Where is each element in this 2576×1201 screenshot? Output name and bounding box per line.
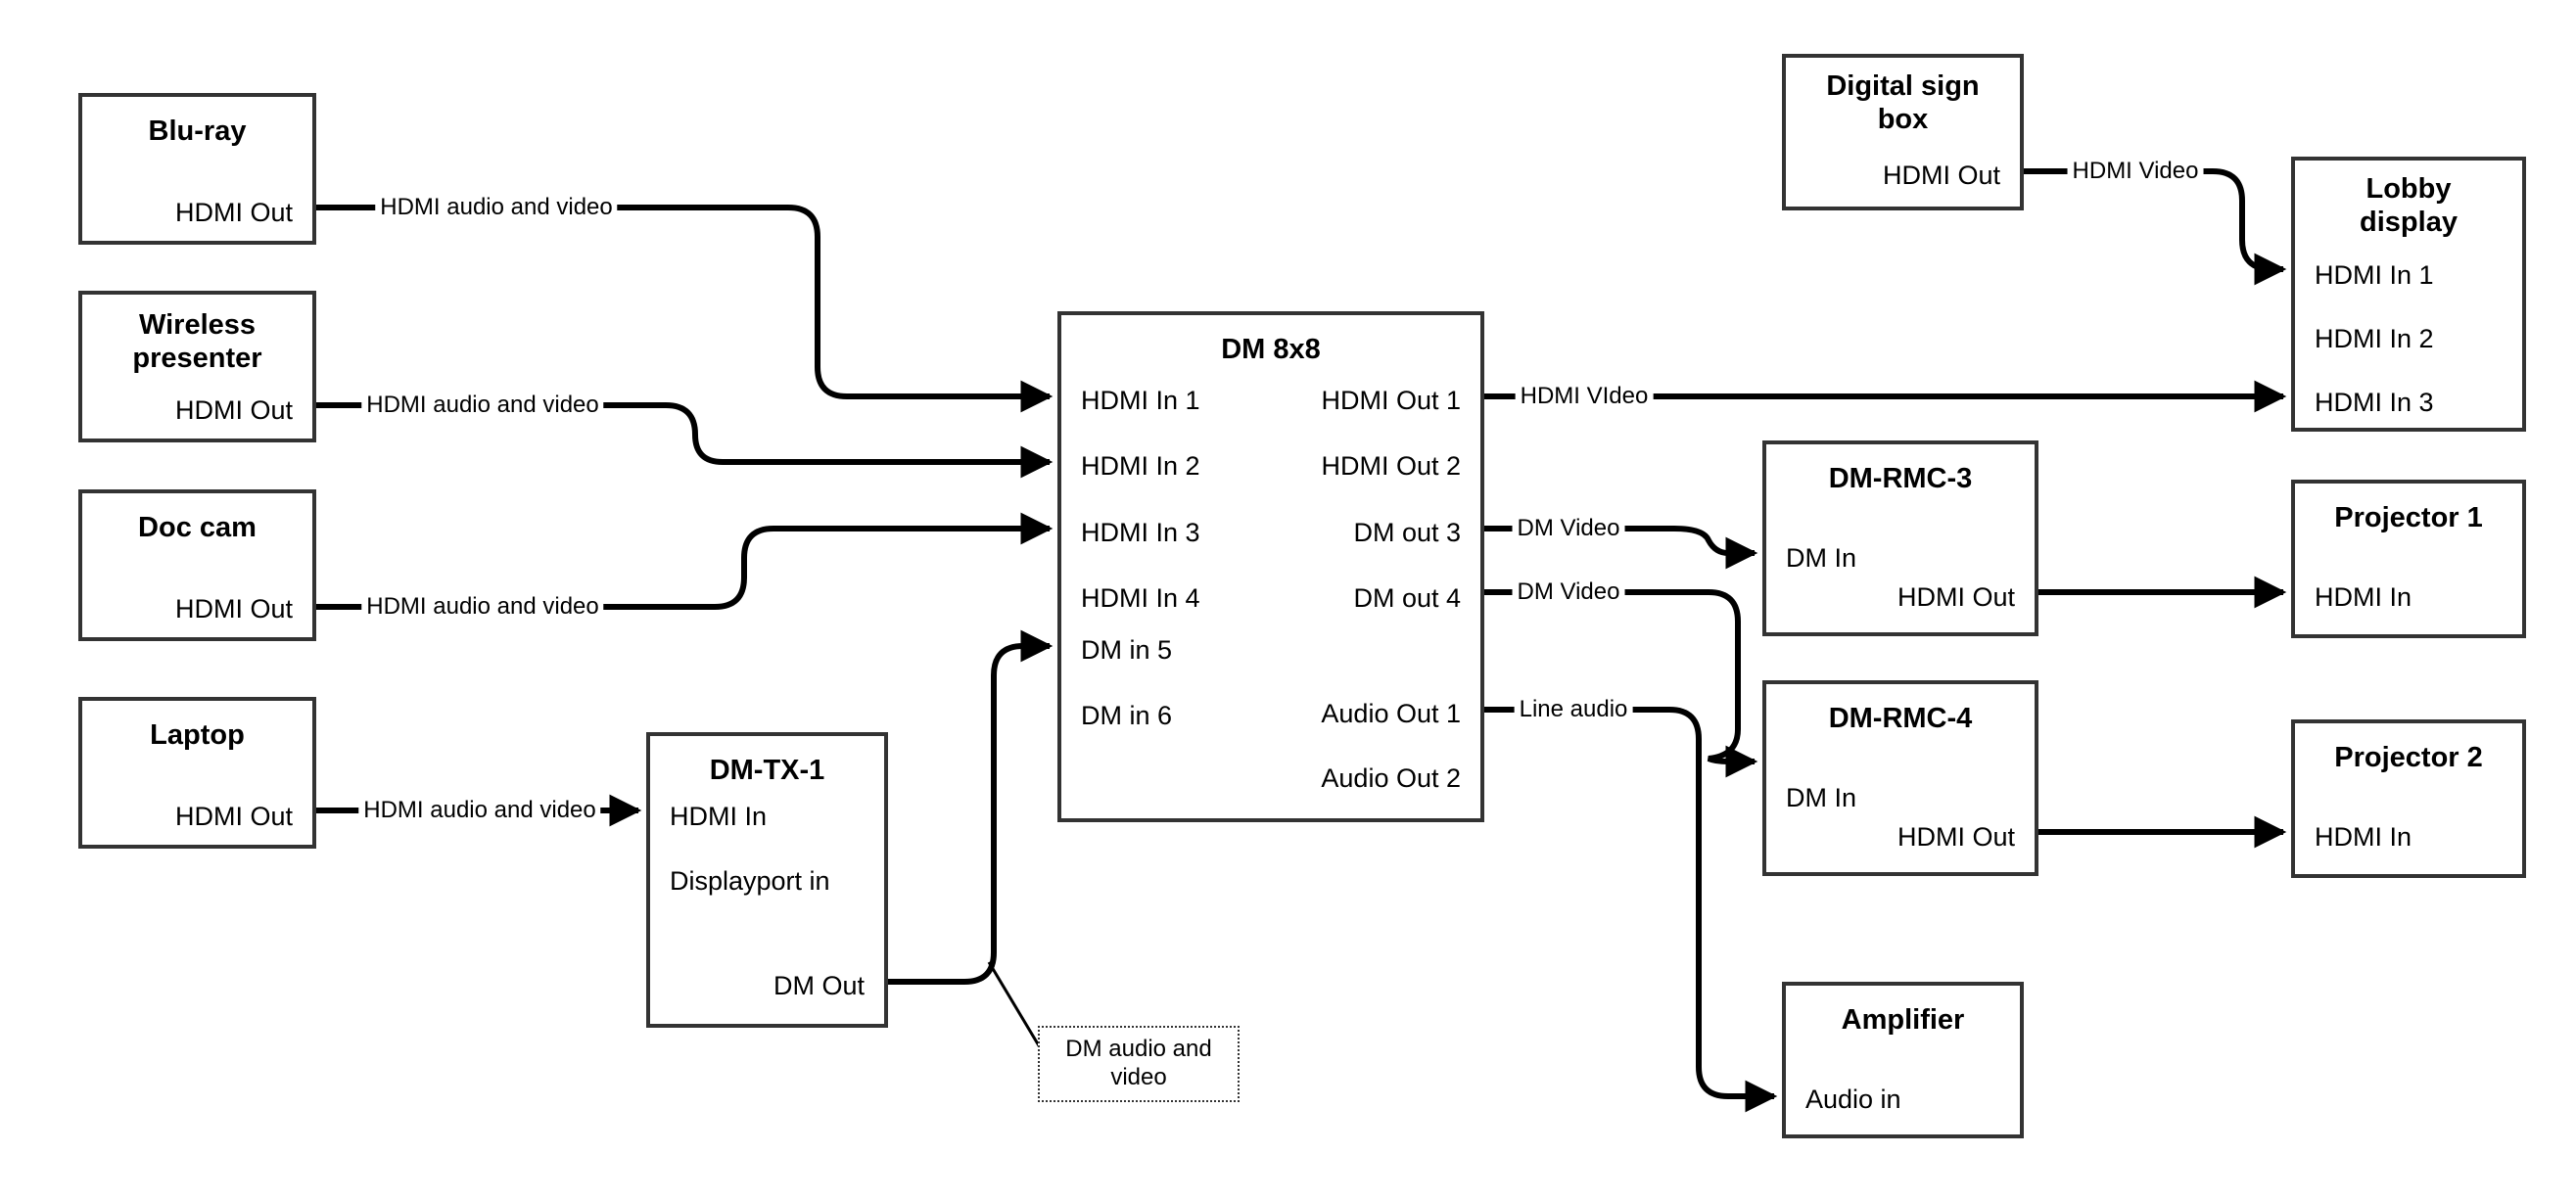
wire-dm8x8-audioout1-to-amplifier — [1484, 707, 1778, 1113]
node-doc-cam-title: Doc cam — [138, 512, 257, 543]
node-dm-tx-1-title: DM-TX-1 — [709, 755, 825, 786]
node-dm-8x8-input-dm-in-5: DM in 5 — [1081, 635, 1173, 665]
node-dm-8x8[interactable]: DM 8x8 HDMI In 1 HDMI In 2 HDMI In 3 HDM… — [1057, 311, 1484, 822]
node-dm-tx-1-port-displayport-in: Displayport in — [670, 866, 830, 896]
node-amplifier-title: Amplifier — [1841, 1004, 1965, 1036]
node-digital-sign-box-port-hdmi-out: HDMI Out — [1882, 161, 2000, 190]
node-doc-cam[interactable]: Doc cam HDMI Out — [78, 489, 316, 641]
node-dm-8x8-input-dm-in-6: DM in 6 — [1081, 701, 1173, 730]
node-dm-8x8-input-hdmi-in-3: HDMI In 3 — [1081, 518, 1200, 547]
wire-bluray-to-dm8x8-in1 — [316, 205, 1054, 413]
node-amplifier[interactable]: Amplifier Audio in — [1782, 982, 2024, 1138]
node-dm-tx-1-port-hdmi-in: HDMI In — [670, 802, 768, 831]
node-dm-8x8-title: DM 8x8 — [1221, 334, 1321, 365]
node-dm-tx-1-port-dm-out: DM Out — [773, 971, 865, 1000]
node-dm-8x8-output-dm-out-4: DM out 4 — [1353, 583, 1461, 613]
node-dm-rmc-4[interactable]: DM-RMC-4 DM In HDMI Out — [1762, 680, 2038, 876]
callout-dm-audio-and-video: DM audio and video — [1038, 1026, 1240, 1102]
node-dm-8x8-input-hdmi-in-4: HDMI In 4 — [1081, 583, 1200, 613]
node-laptop-port-hdmi-out: HDMI Out — [174, 802, 293, 831]
node-dm-rmc-4-port-dm-in: DM In — [1786, 783, 1857, 812]
edge-label-dmout4-to-dmrmc4: DM Video — [1512, 578, 1625, 606]
node-projector-2[interactable]: Projector 2 HDMI In — [2291, 719, 2526, 878]
node-dm-8x8-output-audio-out-1: Audio Out 1 — [1321, 699, 1461, 728]
node-bluray[interactable]: Blu-ray HDMI Out — [78, 93, 316, 245]
node-dm-8x8-input-hdmi-in-2: HDMI In 2 — [1081, 451, 1200, 481]
node-dm-rmc-4-port-hdmi-out: HDMI Out — [1897, 822, 2015, 852]
edge-label-digitalsign-to-lobby: HDMI Video — [2067, 158, 2204, 185]
wire-dm8x8-dmout4-to-dmrmc4 — [1484, 589, 1758, 778]
node-digital-sign-box-title: Digital sign box — [1826, 70, 1980, 136]
node-projector-1[interactable]: Projector 1 HDMI In — [2291, 480, 2526, 638]
node-lobby-display-title: Lobby display — [2360, 173, 2458, 239]
node-dm-rmc-3-port-hdmi-out: HDMI Out — [1897, 582, 2015, 612]
edge-label-audioout1-to-amplifier: Line audio — [1514, 696, 1633, 723]
node-laptop[interactable]: Laptop HDMI Out — [78, 697, 316, 849]
node-projector-1-port-hdmi-in: HDMI In — [2315, 582, 2412, 612]
node-lobby-display[interactable]: Lobby display HDMI In 1 HDMI In 2 HDMI I… — [2291, 157, 2526, 432]
edge-label-dmout3-to-dmrmc3: DM Video — [1512, 515, 1625, 542]
node-amplifier-port-audio-in: Audio in — [1805, 1085, 1901, 1114]
edge-label-hdmiout1-to-lobby: HDMI VIdeo — [1515, 383, 1654, 410]
node-dm-rmc-3-title: DM-RMC-3 — [1828, 463, 1973, 494]
node-bluray-port-hdmi-out: HDMI Out — [174, 198, 293, 227]
node-dm-rmc-3[interactable]: DM-RMC-3 DM In HDMI Out — [1762, 440, 2038, 636]
node-dm-8x8-output-hdmi-out-1: HDMI Out 1 — [1321, 386, 1461, 415]
node-wireless-presenter[interactable]: Wireless presenter HDMI Out — [78, 291, 316, 442]
node-lobby-display-input-hdmi-in-3: HDMI In 3 — [2315, 388, 2434, 417]
node-doc-cam-port-hdmi-out: HDMI Out — [174, 594, 293, 624]
node-dm-8x8-output-dm-out-3: DM out 3 — [1353, 518, 1461, 547]
node-lobby-display-input-hdmi-in-2: HDMI In 2 — [2315, 324, 2434, 353]
node-dm-tx-1[interactable]: DM-TX-1 HDMI In Displayport in DM Out — [646, 732, 888, 1028]
wire-digitalsign-to-lobby-in1 — [2024, 168, 2287, 286]
node-dm-8x8-input-hdmi-in-1: HDMI In 1 — [1081, 386, 1200, 415]
wire-dmtx1-to-dm8x8-dmin5 — [888, 629, 1054, 985]
callout-leader-line — [987, 961, 1045, 1053]
node-laptop-title: Laptop — [150, 719, 245, 751]
edge-label-bluray-to-dm8x8: HDMI audio and video — [375, 194, 618, 221]
node-lobby-display-input-hdmi-in-1: HDMI In 1 — [2315, 260, 2434, 290]
node-dm-8x8-output-hdmi-out-2: HDMI Out 2 — [1321, 451, 1461, 481]
node-wireless-presenter-port-hdmi-out: HDMI Out — [174, 395, 293, 425]
edge-label-wireless-to-dm8x8: HDMI audio and video — [361, 392, 604, 419]
edge-label-doccam-to-dm8x8: HDMI audio and video — [361, 593, 604, 621]
node-dm-rmc-3-port-dm-in: DM In — [1786, 543, 1857, 573]
node-projector-1-title: Projector 1 — [2334, 502, 2483, 533]
node-projector-2-title: Projector 2 — [2334, 742, 2483, 773]
node-dm-8x8-output-audio-out-2: Audio Out 2 — [1321, 763, 1461, 793]
node-bluray-title: Blu-ray — [148, 115, 247, 147]
node-projector-2-port-hdmi-in: HDMI In — [2315, 822, 2412, 852]
node-digital-sign-box[interactable]: Digital sign box HDMI Out — [1782, 54, 2024, 210]
node-dm-rmc-4-title: DM-RMC-4 — [1828, 703, 1973, 734]
edge-label-laptop-to-dmtx1: HDMI audio and video — [358, 797, 601, 824]
node-wireless-presenter-title: Wireless presenter — [132, 309, 262, 375]
